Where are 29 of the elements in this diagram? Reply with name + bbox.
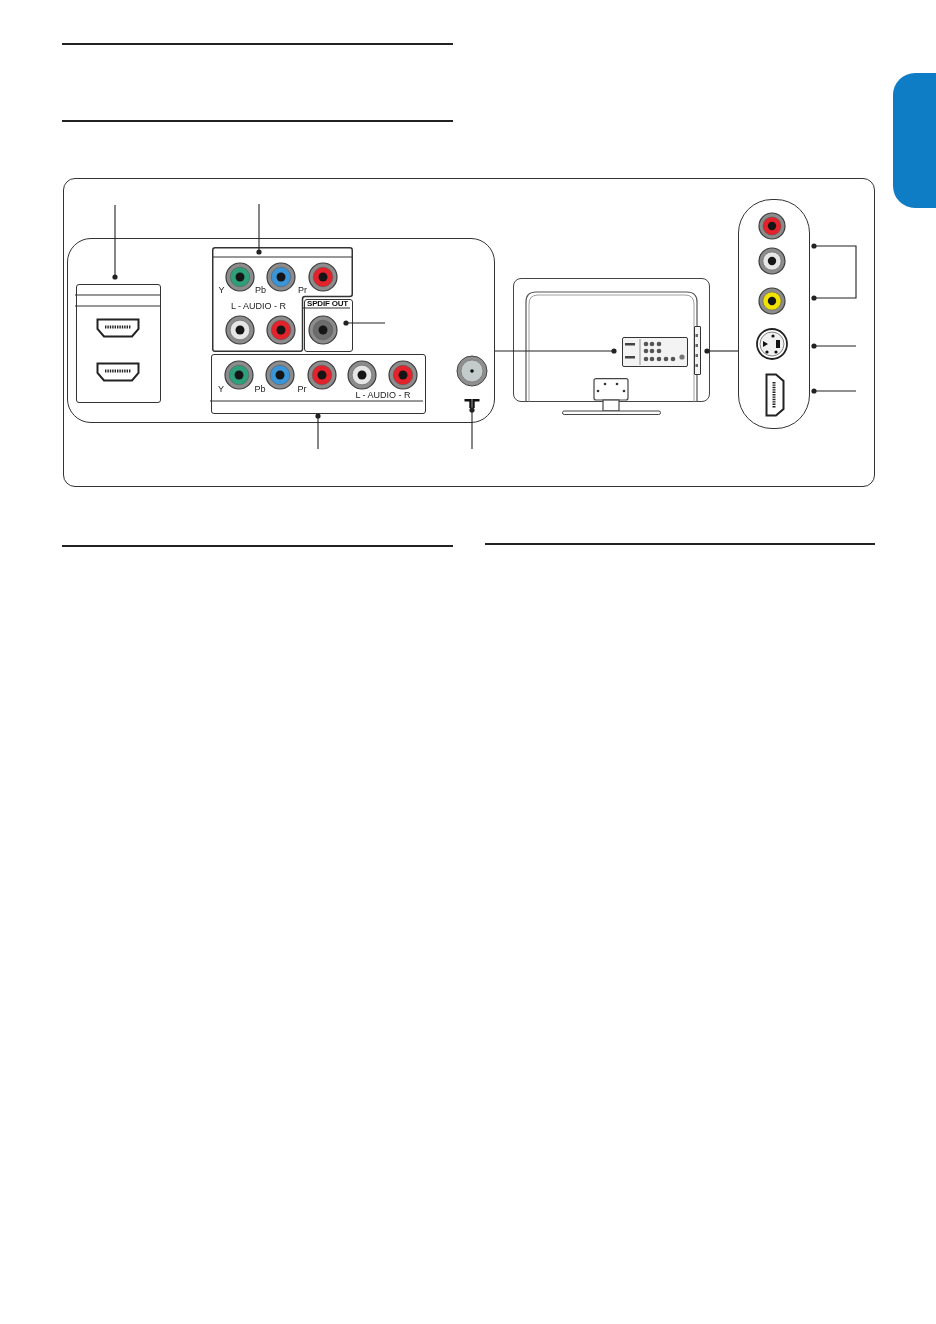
side-connector-strip (693, 325, 701, 375)
antenna-input-icon (455, 354, 488, 408)
hdmi-port-icon (764, 372, 785, 417)
spdif-panel (303, 298, 353, 352)
port-label: Pr (297, 384, 307, 394)
rear-connector-panel (67, 238, 495, 423)
port-label: L - AUDIO - R (355, 390, 411, 400)
port-label: Pr (298, 284, 307, 295)
leader-line (256, 203, 262, 255)
port-label: Pb (255, 284, 266, 295)
panel-heading: SPDIF OUT (307, 298, 348, 309)
s-video-jack-icon (755, 327, 788, 360)
port-label: Pb (254, 384, 266, 394)
jack-panel (210, 353, 426, 414)
leader-line (811, 388, 857, 394)
hdmi-panel (75, 283, 161, 403)
connector-line (494, 348, 617, 354)
leader-line (315, 413, 321, 450)
leader-line (112, 204, 118, 280)
port-label: Y (218, 384, 224, 394)
port-label: L - AUDIO - R (230, 300, 287, 311)
leader-line (811, 343, 857, 349)
connector-line (704, 348, 739, 354)
leader-line (343, 320, 386, 326)
connector-panel-drawing (621, 336, 688, 367)
side-connector-panel (738, 199, 810, 429)
section-tab (893, 73, 936, 208)
leader-line (469, 407, 475, 450)
port-label: Y (218, 284, 225, 295)
